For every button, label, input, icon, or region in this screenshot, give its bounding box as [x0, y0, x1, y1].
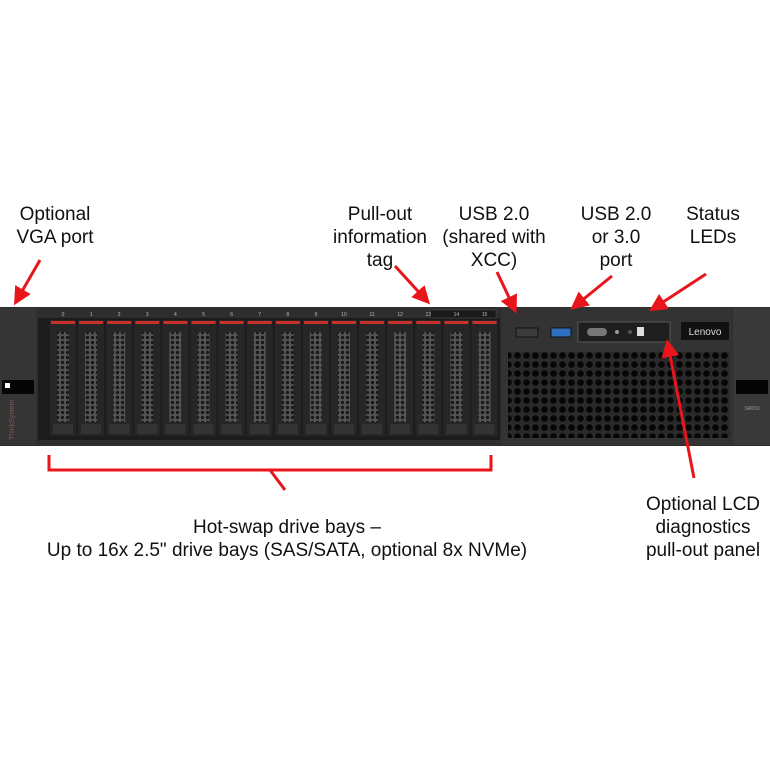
bay-number: 12	[397, 312, 403, 318]
label-line: Status	[686, 204, 740, 225]
usb-2-port[interactable]	[515, 327, 539, 338]
lcd-panel[interactable]	[577, 321, 671, 343]
brand-text: Lenovo	[689, 327, 722, 338]
network-led-icon	[615, 330, 619, 334]
drive-bay[interactable]	[162, 320, 189, 436]
arrow-status	[648, 272, 707, 312]
label-line: Pull-out	[347, 204, 413, 225]
model-label: SR650	[744, 406, 760, 412]
drive-bay-bracket	[47, 455, 493, 491]
label-line: or 3.0	[591, 227, 641, 248]
drive-bay[interactable]	[218, 320, 245, 436]
arrow-vga	[14, 259, 42, 306]
label-line: tag	[366, 250, 394, 271]
drive-bay[interactable]	[331, 320, 357, 436]
arrow-usb3	[570, 274, 613, 310]
vent-grille	[508, 352, 730, 438]
bay-number: 13	[426, 312, 432, 318]
label-line: Optional	[19, 204, 91, 225]
drive-bay[interactable]	[106, 320, 133, 436]
label-line: information	[333, 227, 427, 248]
arrow-info-tag	[393, 264, 431, 305]
bay-number: 5	[202, 312, 205, 318]
lenovo-logo	[681, 322, 729, 340]
bay-number: 14	[454, 312, 460, 318]
bay-number: 1	[90, 312, 93, 318]
label-line: Optional LCD	[645, 494, 761, 515]
label-line: pull-out panel	[645, 540, 761, 561]
bay-number: 11	[369, 312, 374, 318]
bay-number: 9	[315, 312, 318, 318]
label-line: VGA port	[16, 227, 94, 248]
label-line: Up to 16x 2.5" drive bays (SAS/SATA, opt…	[46, 540, 528, 561]
drive-bay[interactable]	[246, 320, 273, 436]
locator-led-icon	[628, 330, 632, 334]
drive-bay[interactable]	[359, 320, 386, 436]
label-line: USB 2.0	[458, 204, 530, 225]
arrow-usb-xcc	[495, 271, 518, 314]
bay-number: 8	[286, 312, 289, 318]
drive-bay[interactable]	[471, 320, 498, 436]
drive-bay[interactable]	[190, 320, 217, 436]
left-ear	[0, 308, 36, 445]
label-line: (shared with	[442, 227, 546, 248]
bay-number: 4	[174, 312, 177, 318]
label-line: LEDs	[689, 227, 737, 248]
bay-number: 0	[62, 312, 65, 318]
label-line: diagnostics	[655, 517, 751, 538]
label-line: USB 2.0	[580, 204, 652, 225]
drive-bay[interactable]	[443, 320, 470, 436]
label-line: XCC)	[470, 250, 518, 271]
label-line: Hot-swap drive bays –	[193, 517, 381, 538]
right-ear-slot	[736, 380, 768, 394]
error-led-icon	[637, 327, 644, 336]
information-tag[interactable]	[429, 309, 497, 319]
label-line: port	[599, 250, 633, 271]
arrow-lcd	[661, 339, 696, 479]
label-drive-bays: Hot-swap drive bays –Up to 16x 2.5" driv…	[47, 516, 527, 562]
bay-number: 7	[258, 312, 261, 318]
usb-3-port[interactable]	[550, 327, 572, 338]
drive-bay[interactable]	[274, 320, 301, 436]
drive-bay[interactable]	[50, 320, 76, 436]
vga-indicator	[5, 383, 10, 388]
drive-bay[interactable]	[415, 320, 442, 436]
drive-bay[interactable]	[387, 320, 414, 436]
bay-number: 3	[146, 312, 149, 318]
power-button[interactable]	[587, 328, 607, 336]
bay-number: 10	[341, 312, 347, 318]
drive-bay[interactable]	[302, 320, 329, 436]
drive-bay[interactable]	[78, 320, 105, 436]
bay-number: 6	[230, 312, 233, 318]
drive-bay[interactable]	[134, 320, 161, 436]
side-brand: ThinkSystem	[9, 399, 16, 440]
right-ear	[733, 308, 770, 445]
bay-number: 15	[482, 312, 488, 318]
bay-number: 2	[118, 312, 121, 318]
